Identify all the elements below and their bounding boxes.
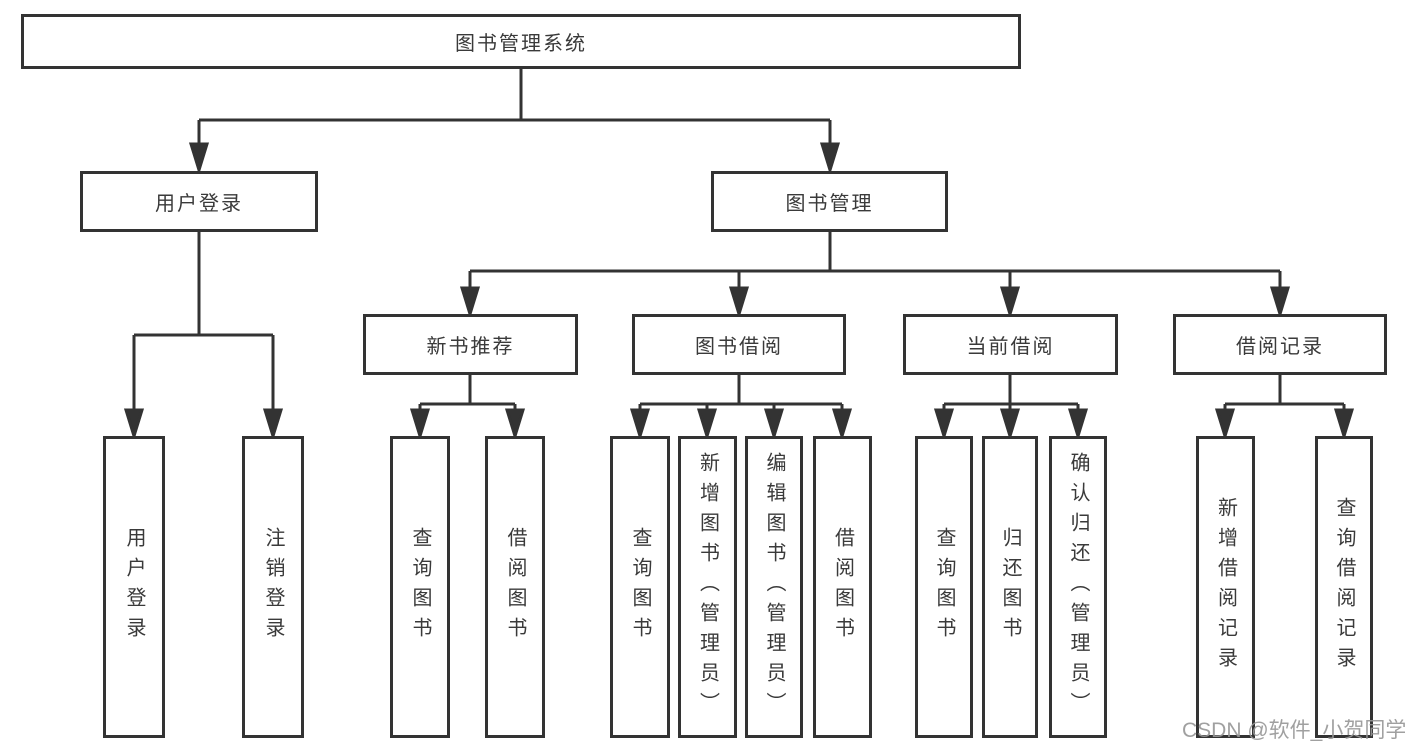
connector-book-borrowing-to-leaves <box>629 375 853 442</box>
leaf-user-login-label: 用户登录 <box>123 527 145 647</box>
connector-line <box>468 232 1282 292</box>
leaf-nbr-borrow-books: 借阅图书 <box>485 436 545 738</box>
arrowhead <box>1333 408 1355 442</box>
leaf-bb-add-books-admin-label: 新增图书（管理员） <box>696 452 719 722</box>
arrowhead <box>262 408 284 442</box>
leaf-nbr-query-books: 查询图书 <box>390 436 450 738</box>
arrowhead <box>1067 408 1089 442</box>
arrowhead <box>504 408 526 442</box>
connector-book-management-to-level3 <box>459 232 1291 320</box>
leaf-cb-query-books-label: 查询图书 <box>933 527 955 647</box>
arrowhead <box>999 286 1021 320</box>
arrowhead <box>728 286 750 320</box>
node-current-borrowing-label: 当前借阅 <box>966 336 1055 358</box>
connector-line <box>418 375 517 414</box>
arrowhead <box>409 408 431 442</box>
node-borrowing-records: 借阅记录 <box>1173 314 1387 375</box>
arrowhead <box>188 142 210 176</box>
leaf-br-query-record: 查询借阅记录 <box>1315 436 1373 738</box>
leaf-cb-query-books: 查询图书 <box>915 436 973 738</box>
connector-line <box>1223 375 1346 414</box>
connector-borrowing-records-to-leaves <box>1214 375 1355 442</box>
leaf-bb-borrow-books: 借阅图书 <box>813 436 872 738</box>
leaf-nbr-query-books-label: 查询图书 <box>409 527 431 647</box>
leaf-bb-add-books-admin: 新增图书（管理员） <box>678 436 737 738</box>
connector-current-borrowing-to-leaves <box>933 375 1089 442</box>
connector-line <box>942 375 1080 414</box>
leaf-bb-borrow-books-label: 借阅图书 <box>831 527 854 647</box>
arrowhead <box>1214 408 1236 442</box>
node-root: 图书管理系统 <box>21 14 1021 69</box>
node-new-book-recommend: 新书推荐 <box>363 314 578 375</box>
arrowhead <box>763 408 785 442</box>
leaf-bb-edit-books-admin: 编辑图书（管理员） <box>745 436 803 738</box>
leaf-user-login: 用户登录 <box>103 436 165 738</box>
leaf-cb-confirm-return-admin-label: 确认归还（管理员） <box>1067 452 1089 722</box>
arrowhead <box>459 286 481 320</box>
leaf-cb-return-books-label: 归还图书 <box>999 527 1021 647</box>
node-borrowing-records-label: 借阅记录 <box>1236 336 1324 358</box>
node-root-label: 图书管理系统 <box>455 33 587 55</box>
node-new-book-recommend-label: 新书推荐 <box>426 336 515 358</box>
connector-line <box>197 67 832 148</box>
arrowhead <box>629 408 651 442</box>
node-user-login: 用户登录 <box>80 171 318 232</box>
node-book-borrowing-label: 图书借阅 <box>695 336 783 358</box>
connector-line <box>638 375 844 414</box>
node-current-borrowing: 当前借阅 <box>903 314 1118 375</box>
arrowhead <box>123 408 145 442</box>
leaf-bb-query-books-label: 查询图书 <box>629 527 651 647</box>
connector-line <box>132 232 275 414</box>
arrowhead <box>696 408 718 442</box>
arrowhead <box>999 408 1021 442</box>
node-book-management-label: 图书管理 <box>785 193 874 215</box>
node-user-login-label: 用户登录 <box>155 193 243 215</box>
node-book-management: 图书管理 <box>711 171 948 232</box>
connector-root-to-level2 <box>188 67 841 176</box>
leaf-br-query-record-label: 查询借阅记录 <box>1333 497 1355 677</box>
leaf-br-add-record: 新增借阅记录 <box>1196 436 1255 738</box>
watermark: CSDN @软件_小贺同学 <box>1182 719 1405 742</box>
arrowhead <box>819 142 841 176</box>
leaf-logout-label: 注销登录 <box>262 527 284 647</box>
leaf-bb-query-books: 查询图书 <box>610 436 670 738</box>
connector-user-login-to-leaves <box>123 232 284 442</box>
arrowhead <box>831 408 853 442</box>
arrowhead <box>1269 286 1291 320</box>
arrowhead <box>933 408 955 442</box>
leaf-cb-return-books: 归还图书 <box>982 436 1038 738</box>
connector-new-book-recommend-to-leaves <box>409 375 526 442</box>
leaf-logout: 注销登录 <box>242 436 304 738</box>
leaf-br-add-record-label: 新增借阅记录 <box>1214 497 1237 677</box>
leaf-bb-edit-books-admin-label: 编辑图书（管理员） <box>763 452 785 722</box>
leaf-nbr-borrow-books-label: 借阅图书 <box>504 527 526 647</box>
node-book-borrowing: 图书借阅 <box>632 314 846 375</box>
leaf-cb-confirm-return-admin: 确认归还（管理员） <box>1049 436 1107 738</box>
